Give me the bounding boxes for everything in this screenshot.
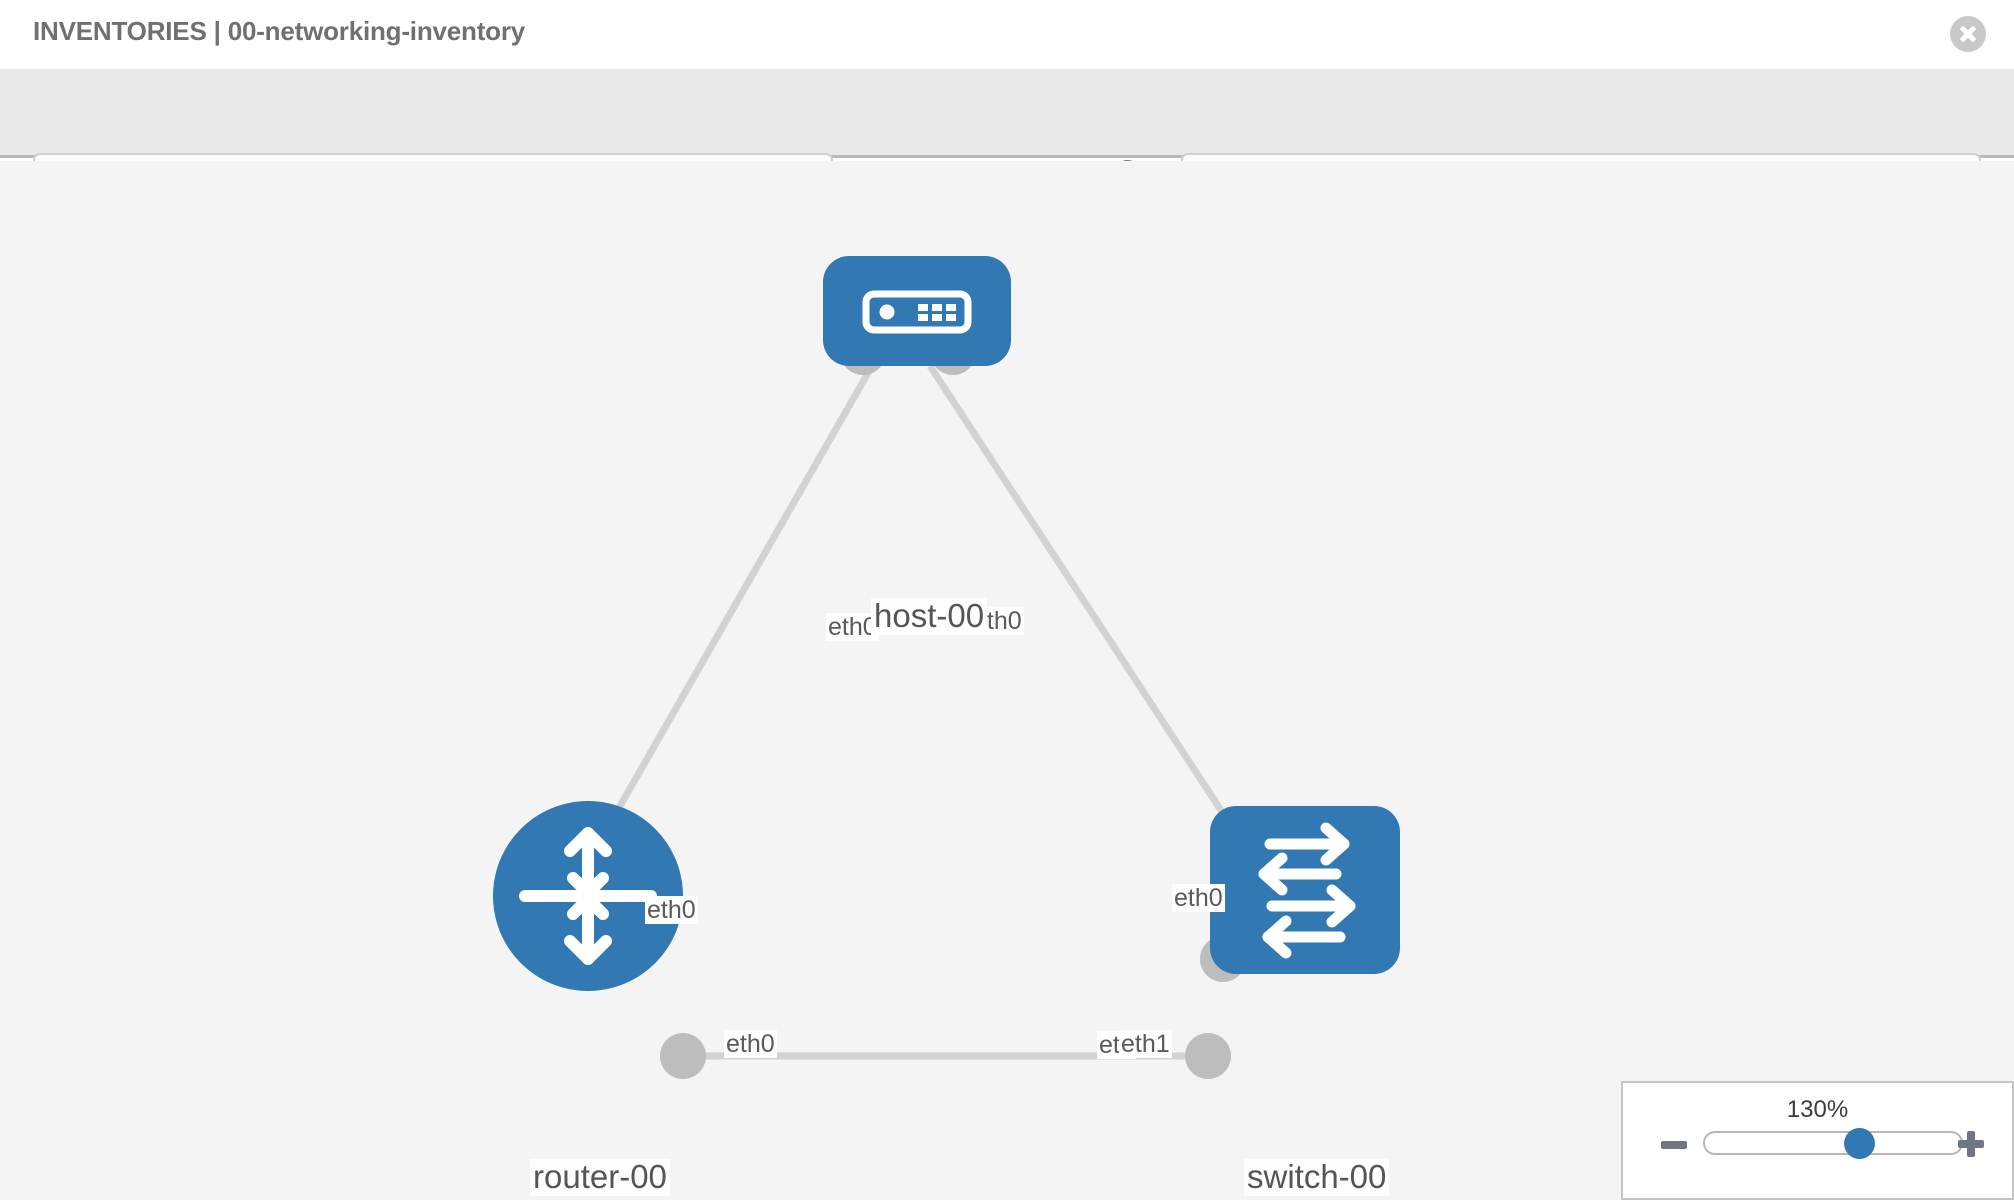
zoom-in-button[interactable] (1956, 1129, 1986, 1159)
connector-switch-left (1185, 1033, 1231, 1079)
iface-label: eth0 (645, 896, 698, 925)
connector-router-right (660, 1033, 706, 1079)
iface-label: eth0 (826, 613, 879, 642)
zoom-out-button[interactable] (1661, 1141, 1687, 1149)
iface-label: eth0 (1172, 884, 1225, 913)
page-title: INVENTORIES | 00-networking-inventory (33, 16, 526, 46)
node-switch-00[interactable] (1210, 806, 1400, 974)
node-label-host-00: host-00 (871, 598, 988, 635)
edge-host-switch (927, 364, 1231, 823)
node-label-switch-00: switch-00 (1244, 1159, 1390, 1196)
iface-label: eth1 (1119, 1030, 1172, 1059)
toolbar: ACTIONS SEARCH (0, 69, 2014, 210)
node-label-router-00: router-00 (530, 1159, 670, 1196)
zoom-control-panel: 130% (1621, 1081, 2014, 1200)
iface-label: eth0 (724, 1030, 777, 1059)
topology-canvas[interactable]: eth0 eth0 eth0 eth0 eth0 eth eth1 host-0… (0, 161, 2014, 1200)
zoom-percent-label: 130% (1786, 1096, 1849, 1123)
edge-host-router (596, 364, 876, 843)
close-icon[interactable] (1950, 16, 1986, 52)
zoom-slider-thumb[interactable] (1844, 1128, 1875, 1159)
zoom-slider-track[interactable] (1703, 1131, 1963, 1155)
node-host-00[interactable] (823, 256, 1011, 366)
page-header: INVENTORIES | 00-networking-inventory (0, 0, 2014, 69)
